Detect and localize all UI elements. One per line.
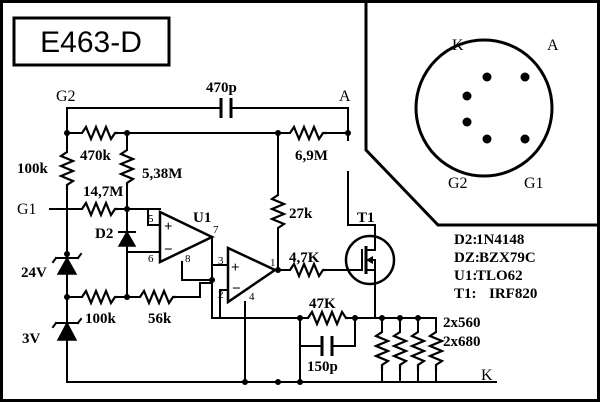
socket-label-g2: G2 <box>448 175 468 192</box>
node-label-g1: G1 <box>17 201 37 218</box>
pin-5: 5 <box>148 213 154 225</box>
label-z-24v: 24V <box>21 265 47 281</box>
capacitor-150p <box>320 336 334 356</box>
resistor-bank-4 <box>427 331 445 370</box>
pin-4: 4 <box>249 291 255 303</box>
node-label-a: A <box>339 88 351 105</box>
capacitor-470p <box>219 98 233 118</box>
socket-pin <box>482 134 492 144</box>
parts-value: TLO62 <box>476 268 523 284</box>
resistor-47K <box>307 309 348 327</box>
parts-value: BZX79C <box>479 250 536 266</box>
pin-7: 7 <box>213 224 219 236</box>
label-r-56k: 56k <box>148 311 172 327</box>
opamp-u1b: + − <box>226 246 278 305</box>
resistor-27k <box>269 194 287 229</box>
parts-ref: DZ: <box>454 250 480 266</box>
resistor-56k <box>139 288 176 306</box>
label-r-5-38M: 5,38M <box>142 166 182 182</box>
opamp-u1b-minus: − <box>232 281 241 297</box>
junctions <box>64 130 421 385</box>
resistor-100k-bottom <box>81 288 117 306</box>
opamp-u1b-plus: + <box>231 260 240 276</box>
pin-6: 6 <box>148 253 154 265</box>
pin-2: 2 <box>218 289 224 301</box>
mosfet-t1 <box>342 234 396 286</box>
label-r-470k: 470k <box>80 148 112 164</box>
node-label-g2: G2 <box>56 88 76 105</box>
resistor-14-7M <box>81 200 118 218</box>
label-t1: T1 <box>357 210 375 226</box>
socket-pin <box>462 91 472 101</box>
node-label-k: K <box>481 367 493 384</box>
pin-8: 8 <box>185 253 191 265</box>
socket-pin <box>462 117 472 127</box>
resistor-5-38M <box>118 149 136 186</box>
socket-pin <box>482 72 492 82</box>
socket-panel-border <box>364 2 598 227</box>
parts-ref: U1: <box>454 268 477 284</box>
opamp-u1a-minus: − <box>164 242 173 258</box>
resistor-bank-3 <box>409 331 427 370</box>
parts-ref: T1: <box>454 286 477 302</box>
socket-pins <box>462 72 530 144</box>
label-r-4-7K: 4,7K <box>289 250 320 266</box>
diode-d2 <box>117 224 137 256</box>
parts-value: IRF820 <box>489 286 537 302</box>
resistor-470k <box>81 124 118 142</box>
zener-24v <box>51 252 83 279</box>
parts-value: 1N4148 <box>476 232 524 248</box>
label-r-47K: 47K <box>309 296 336 312</box>
pin-3: 3 <box>218 255 224 267</box>
opamp-u1a: + − <box>158 210 215 264</box>
label-r-27k: 27k <box>289 206 313 222</box>
label-z-3v: 3V <box>22 331 41 347</box>
label-u1: U1 <box>193 210 211 226</box>
resistor-6-9M <box>289 124 327 142</box>
title-text: E463-D <box>40 26 142 59</box>
parts-list: D2: 1N4148 DZ: BZX79C U1: TLO62 T1: IRF8… <box>454 232 537 302</box>
label-r-14-7M: 14,7M <box>83 184 123 200</box>
zener-3v <box>51 309 83 346</box>
label-r-100k-left: 100k <box>17 161 49 177</box>
title-box <box>12 16 171 67</box>
resistor-4-7K <box>289 261 326 279</box>
label-c-150p: 150p <box>307 359 338 375</box>
resistor-bank-2 <box>391 331 409 370</box>
resistor-bank-1 <box>373 331 391 370</box>
socket-pin <box>520 72 530 82</box>
label-r-6-9M: 6,9M <box>295 148 328 164</box>
opamp-u1a-plus: + <box>164 219 173 235</box>
pin-1: 1 <box>270 257 276 269</box>
socket-label-a: A <box>547 37 559 54</box>
label-c-470p: 470p <box>206 80 237 96</box>
label-r-2x560: 2x560 <box>443 315 481 331</box>
resistor-bank <box>373 331 445 370</box>
parts-ref: D2: <box>454 232 477 248</box>
socket-outline <box>414 38 554 178</box>
resistor-100k-left <box>58 151 76 190</box>
label-d2: D2 <box>95 226 113 242</box>
socket-label-g1: G1 <box>524 175 544 192</box>
label-r-2x680: 2x680 <box>443 334 481 350</box>
socket-pin <box>520 134 530 144</box>
label-r-100k-bottom: 100k <box>85 311 117 327</box>
socket-label-k: K <box>452 37 464 54</box>
